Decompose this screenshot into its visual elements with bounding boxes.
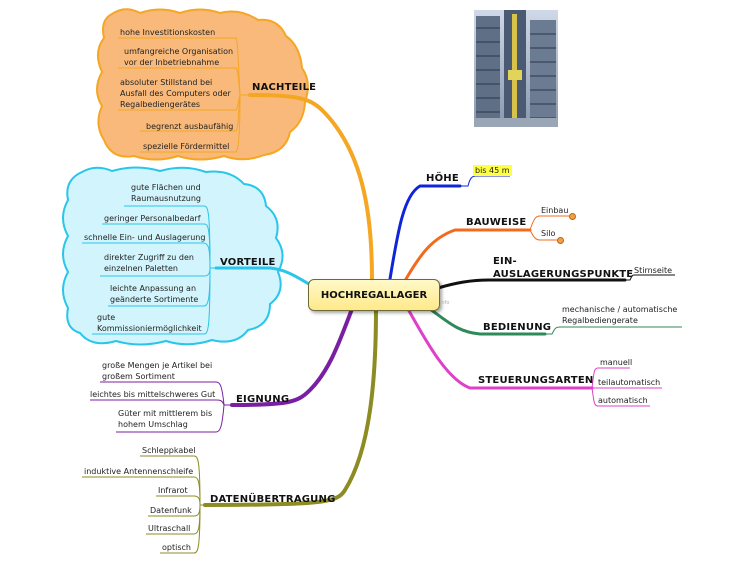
vorteile-item-1[interactable]: gute Flächen und Raumausnutzung <box>131 183 201 203</box>
nachteile-item-1[interactable]: hohe Investitionskosten <box>120 28 216 37</box>
expand-silo-icon[interactable] <box>557 237 564 244</box>
steuerung-item-teilautomatisch[interactable]: teilautomatisch <box>598 378 661 387</box>
topic-datenuebertragung[interactable]: DATENÜBERTRAGUNG <box>210 494 336 505</box>
daten-item-1[interactable]: Schleppkabel <box>142 446 196 455</box>
daten-item-4[interactable]: Datenfunk <box>150 506 192 515</box>
nachteile-item-5[interactable]: spezielle Fördermittel <box>143 142 230 151</box>
vorteile-item-4[interactable]: direkter Zugriff zu den einzelnen Palett… <box>104 253 194 273</box>
topic-ein-auslagerungspunkte[interactable]: EIN- AUSLAGERUNGSPUNKTE <box>493 256 634 280</box>
topic-nachteile[interactable]: NACHTEILE <box>252 82 317 93</box>
hoehe-value[interactable]: bis 45 m <box>473 165 512 176</box>
topic-vorteile[interactable]: VORTEILE <box>220 257 276 268</box>
vorteile-item-3[interactable]: schnelle Ein- und Auslagerung <box>84 233 206 242</box>
topic-bedienung[interactable]: BEDIENUNG <box>483 322 552 333</box>
nachteile-cloud <box>96 8 309 161</box>
topic-eignung[interactable]: EIGNUNG <box>236 394 290 405</box>
bedienung-item-1[interactable]: mechanische / automatische Regalbedienge… <box>562 305 678 325</box>
nachteile-item-4[interactable]: begrenzt ausbaufähig <box>146 122 234 131</box>
eignung-item-1[interactable]: große Mengen je Artikel bei großem Sorti… <box>102 361 213 381</box>
daten-item-6[interactable]: optisch <box>162 543 191 552</box>
nachteile-item-2[interactable]: umfangreiche Organisation vor der Inbetr… <box>124 47 234 67</box>
topic-bauweise[interactable]: BAUWEISE <box>466 217 527 228</box>
branch-steuerungsarten <box>406 307 594 390</box>
bauweise-item-einbau[interactable]: Einbau <box>541 206 569 215</box>
branch-ein-auslagerung <box>436 278 627 290</box>
branch-eignung <box>230 307 354 407</box>
vorteile-item-6[interactable]: gute Kommissioniermöglichkeit <box>97 313 202 333</box>
ein-auslagerung-item-1[interactable]: Stirnseite <box>634 266 673 275</box>
daten-item-3[interactable]: Infrarot <box>158 486 188 495</box>
vorteile-item-5[interactable]: leichte Anpassung an geänderte Sortiment… <box>110 284 199 304</box>
vorteile-item-2[interactable]: geringer Personalbedarf <box>104 214 201 223</box>
branch-bedienung <box>428 307 547 336</box>
steuerung-item-manuell[interactable]: manuell <box>600 358 633 367</box>
nachteile-item-3[interactable]: absoluter Stillstand bei Ausfall des Com… <box>120 78 231 109</box>
branch-hoehe <box>388 184 462 281</box>
vorteile-cloud <box>62 166 284 346</box>
branch-datenuebertragung <box>203 307 378 507</box>
daten-item-2[interactable]: induktive Antennenschleife <box>84 467 194 476</box>
central-topic[interactable]: HOCHREGALLAGER <box>308 279 440 311</box>
branch-bauweise <box>404 228 532 281</box>
steuerung-item-automatisch[interactable]: automatisch <box>598 396 648 405</box>
eignung-item-2[interactable]: leichtes bis mittelschweres Gut <box>90 390 216 399</box>
bauweise-item-silo[interactable]: Silo <box>541 229 556 238</box>
topic-steuerungsarten[interactable]: STEUERUNGSARTEN <box>478 375 594 386</box>
notes-icon: Info <box>440 300 450 306</box>
eignung-item-3[interactable]: Güter mit mittlerem bis hohem Umschlag <box>118 409 213 429</box>
expand-einbau-icon[interactable] <box>569 213 576 220</box>
topic-hoehe[interactable]: HÖHE <box>426 173 459 184</box>
daten-item-5[interactable]: Ultraschall <box>148 524 191 533</box>
warehouse-photo <box>474 10 558 127</box>
branch-nachteile <box>248 93 374 281</box>
